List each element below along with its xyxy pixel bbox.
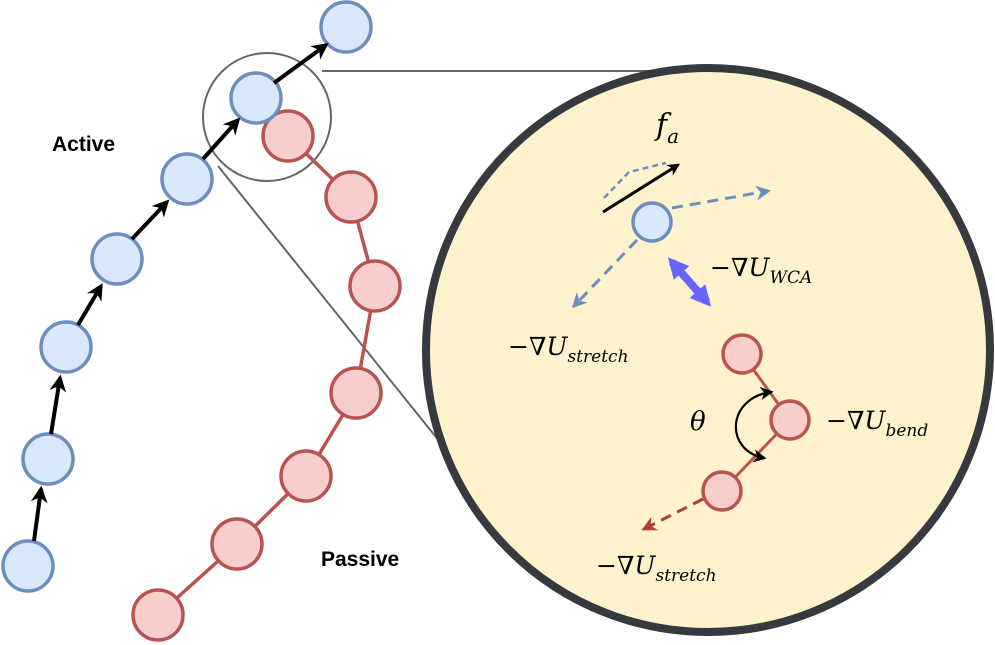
- passive-label: Passive: [321, 548, 399, 571]
- force-rotation-guide: [603, 161, 667, 199]
- passive-bead: [210, 517, 264, 571]
- zoom-active-bead: [631, 201, 673, 243]
- zoom-passive-bead: [721, 333, 763, 375]
- passive-bead: [324, 170, 378, 224]
- wca-symbol: U: [748, 253, 770, 282]
- zoom-callout: [202, 52, 668, 458]
- passive-bead: [279, 449, 333, 503]
- bend-symbol: U: [864, 406, 886, 435]
- propulsion-arrow-icon: [201, 117, 241, 161]
- zoom-inset: fa −∇UWCA −∇Ustretch θ −∇Ubend −∇Ustretc…: [422, 64, 994, 636]
- active-bead: [319, 0, 373, 54]
- active-stretch-prefix: −∇: [508, 332, 546, 361]
- active-stretch-label: −∇Ustretch: [508, 332, 629, 367]
- callout-line-bottom: [217, 165, 453, 458]
- passive-bead: [261, 109, 315, 163]
- propulsion-arrow-icon: [76, 283, 103, 327]
- propulsion-arrow-icon: [272, 43, 329, 85]
- wca-subscript: WCA: [769, 268, 812, 288]
- active-label: Active: [52, 133, 115, 156]
- active-force-arrow-icon: [602, 163, 681, 214]
- bend-force-label: −∇Ubend: [826, 406, 928, 441]
- propulsion-arrow-icon: [49, 374, 67, 435]
- bend-angle-arrow-icon: [734, 386, 774, 463]
- passive-bead: [348, 259, 402, 313]
- zoom-source-circle: [202, 52, 332, 182]
- passive-stretch-arrow-icon: [641, 497, 704, 531]
- propulsion-arrow-icon: [130, 199, 170, 241]
- active-filament: [1, 0, 373, 593]
- wca-double-arrow-icon: [667, 257, 712, 307]
- stretch-force-arrow-icon: [571, 238, 639, 309]
- wca-force-label: −∇UWCA: [710, 253, 812, 288]
- bend-prefix: −∇: [826, 406, 864, 435]
- wca-prefix: −∇: [710, 253, 748, 282]
- passive-stretch-label: −∇Ustretch: [596, 551, 717, 586]
- active-bead: [90, 232, 144, 286]
- stretch-force-arrow-icon: [671, 185, 771, 210]
- passive-stretch-subscript: stretch: [655, 566, 716, 586]
- bend-subscript: bend: [885, 421, 928, 441]
- passive-bead: [329, 366, 383, 420]
- active-bead: [39, 320, 93, 374]
- passive-filament: [131, 109, 402, 642]
- bend-angle-label: θ: [690, 407, 706, 437]
- active-stretch-subscript: stretch: [567, 347, 628, 367]
- active-force-subscript: a: [667, 124, 679, 148]
- active-bead: [160, 152, 214, 206]
- active-stretch-symbol: U: [546, 332, 568, 361]
- passive-bead: [131, 588, 185, 642]
- propulsion-arrow-icon: [30, 485, 48, 542]
- passive-stretch-prefix: −∇: [596, 551, 634, 580]
- zoom-passive-bead: [701, 470, 743, 512]
- active-bead: [1, 539, 55, 593]
- active-bead: [21, 432, 75, 486]
- zoom-passive-bead: [769, 399, 811, 441]
- active-bead: [229, 71, 283, 125]
- zoom-circle: [422, 64, 994, 636]
- passive-stretch-symbol: U: [634, 551, 656, 580]
